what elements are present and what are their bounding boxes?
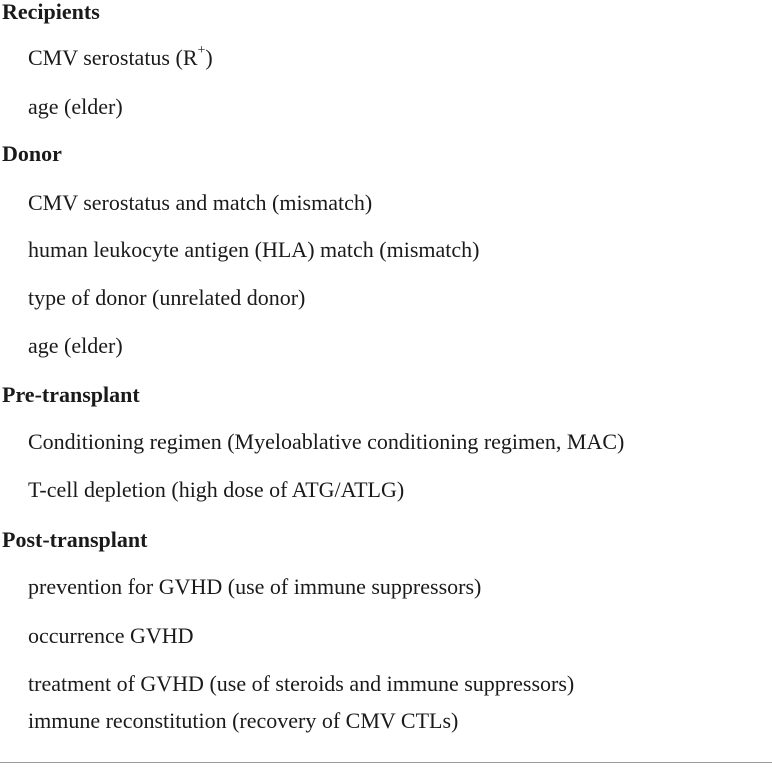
factor-row: age (elder) <box>28 329 123 363</box>
factor-text: Conditioning regimen (Myeloablative cond… <box>28 429 625 454</box>
factor-text: prevention for GVHD (use of immune suppr… <box>28 574 482 599</box>
factor-row: Conditioning regimen (Myeloablative cond… <box>28 425 624 459</box>
factor-row: CMV serostatus (R+) <box>28 41 213 75</box>
factor-row: T-cell depletion (high dose of ATG/ATLG) <box>28 473 404 507</box>
section-header: Pre-transplant <box>2 382 140 407</box>
section-header: Recipients <box>2 0 100 24</box>
factor-row: age (elder) <box>28 90 123 124</box>
factor-row: immune reconstitution (recovery of CMV C… <box>28 704 458 738</box>
factor-row: CMV serostatus and match (mismatch) <box>28 186 372 220</box>
factor-text: ) <box>205 45 213 70</box>
section-header: Donor <box>2 141 62 166</box>
factor-row: human leukocyte antigen (HLA) match (mis… <box>28 233 479 267</box>
factor-text: immune reconstitution (recovery of CMV C… <box>28 708 459 733</box>
factor-row: occurrence GVHD <box>28 619 194 653</box>
factor-text: human leukocyte antigen (HLA) match (mis… <box>28 237 480 262</box>
factor-text: CMV serostatus (R <box>28 45 198 70</box>
factor-text: age (elder) <box>28 333 123 358</box>
factor-text: age (elder) <box>28 94 123 119</box>
table-bottom-rule <box>0 762 772 763</box>
factor-row: type of donor (unrelated donor) <box>28 281 305 315</box>
factor-row: prevention for GVHD (use of immune suppr… <box>28 570 481 604</box>
section-header: Post-transplant <box>2 527 148 552</box>
factor-text: CMV serostatus and match (mismatch) <box>28 190 373 215</box>
factor-text: type of donor (unrelated donor) <box>28 285 306 310</box>
factor-text: occurrence GVHD <box>28 623 194 648</box>
factor-text: treatment of GVHD (use of steroids and i… <box>28 671 575 696</box>
factor-text: T-cell depletion (high dose of ATG/ATLG) <box>28 477 405 502</box>
superscript-text: + <box>197 42 206 58</box>
factor-row: treatment of GVHD (use of steroids and i… <box>28 667 574 701</box>
